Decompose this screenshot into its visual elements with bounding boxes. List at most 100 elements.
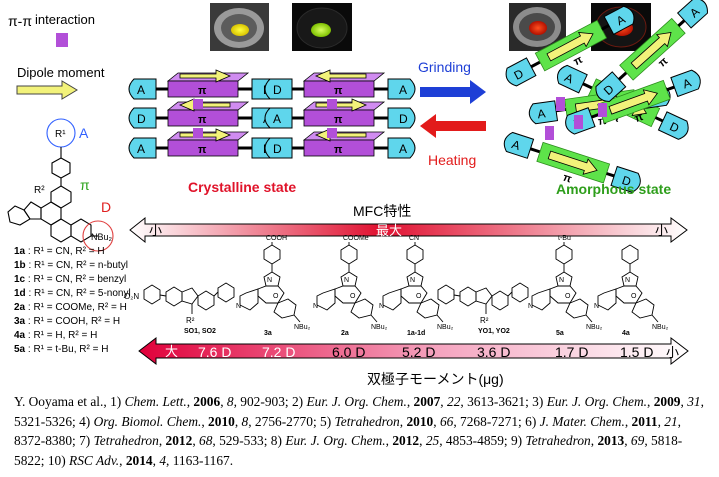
ring <box>197 290 215 311</box>
photo-crystal-room-light <box>210 3 269 51</box>
ring <box>531 288 551 311</box>
pi-interaction-mark <box>545 126 554 140</box>
structure-label: YO1, YO2 <box>478 328 510 335</box>
dipole-value: 6.0 D <box>332 344 365 360</box>
ring <box>406 271 424 287</box>
slab-pi-label: π <box>334 144 343 156</box>
compound-entry: 1b : R¹ = CN, R² = n-butyl <box>14 260 128 271</box>
compound-substituents: : R¹ = CN, R² = n-butyl <box>26 260 128 271</box>
compound-entry: 3a : R¹ = COOH, R² = H <box>14 316 120 327</box>
pi-interaction-mark <box>193 128 203 138</box>
ring <box>263 271 281 287</box>
structure-3 <box>382 242 444 323</box>
linker <box>530 60 541 69</box>
ring <box>181 287 199 305</box>
ring <box>316 288 336 311</box>
interaction-label: interaction <box>35 12 95 27</box>
slab-pi-label: π <box>198 85 207 97</box>
end-cap <box>128 107 157 129</box>
structure-label: 5a <box>556 330 564 337</box>
end-cap-label: A <box>510 137 522 153</box>
linker <box>606 172 615 178</box>
structure-nh: N <box>313 303 318 310</box>
end-cap-label: A <box>536 106 546 121</box>
structure-top-group: COOMe <box>343 235 369 242</box>
structure-n: N <box>344 277 349 284</box>
pi-pi-label: π-π <box>8 13 32 29</box>
bond <box>213 291 219 297</box>
bond <box>436 314 444 323</box>
r1-label: R¹ <box>55 129 66 140</box>
end-cap <box>657 111 689 140</box>
end-cap-label: A <box>399 142 407 156</box>
photo-crystal-uv <box>292 3 352 51</box>
mfc-max: 最大 <box>376 223 402 238</box>
ring <box>416 298 440 319</box>
end-cap-label: D <box>273 142 282 156</box>
structure-label: SO1, SO2 <box>184 328 216 335</box>
mfc-small-right: 小 <box>655 223 668 238</box>
structure-6 <box>597 244 659 323</box>
slab-pi-label: π <box>198 114 207 126</box>
ring <box>565 298 589 319</box>
structure-substituent: R² <box>480 316 489 325</box>
ring <box>475 287 493 305</box>
end-cap-label: A <box>137 142 145 156</box>
linker <box>582 82 593 90</box>
end-cap <box>610 165 641 193</box>
dipole-label: Dipole moment <box>17 65 105 80</box>
dipole-double-arrow <box>138 336 689 366</box>
dipole-arrow <box>179 69 232 83</box>
ring <box>621 271 639 287</box>
ring <box>491 290 509 311</box>
dipole-value: 1.7 D <box>555 344 588 360</box>
slab-pi-label: π <box>597 115 608 128</box>
pi-interaction-mark <box>556 97 565 111</box>
ring <box>437 284 455 305</box>
pi-interaction-mark <box>327 128 337 138</box>
pi-interaction-mark <box>193 99 203 109</box>
ring <box>340 244 358 265</box>
grinding-label: Grinding <box>418 59 471 75</box>
end-cap-label: D <box>137 112 146 126</box>
ring <box>273 298 297 319</box>
heating-label: Heating <box>428 152 476 168</box>
pi-interaction-mark <box>327 99 337 109</box>
ring <box>263 244 281 265</box>
mfc-double-arrow <box>129 216 688 244</box>
compound-list: 1a : R¹ = CN, R² = H 1b : R¹ = CN, R² = n… <box>14 246 131 355</box>
nbu2-label: NBu₂ <box>91 232 113 242</box>
grinding-arrow: Grinding <box>418 59 486 104</box>
structure-label: 4a <box>622 330 630 337</box>
crystalline-stack: AπDDπADπAAπDAπDDπA <box>128 69 416 159</box>
end-cap-label: A <box>399 83 407 97</box>
ring <box>165 286 183 307</box>
structure-o: O <box>565 293 571 300</box>
structure-1 <box>239 242 301 323</box>
structure-n: N <box>625 277 630 284</box>
ring <box>621 244 639 265</box>
structure-nbu2: NBu₂ <box>437 324 454 331</box>
structure-top-group: t-Bu <box>558 235 571 242</box>
compound-entry: 1a : R¹ = CN, R² = H <box>14 246 105 257</box>
structure-o: O <box>273 293 279 300</box>
dipole-value: 5.2 D <box>402 344 435 360</box>
references: Y. Ooyama et al., 1) Chem. Lett., 2006, … <box>14 394 704 468</box>
end-cap <box>505 57 537 87</box>
compound-substituents: : R¹ = CN, R² = 5-nonyl <box>26 288 131 299</box>
crystalline-state-label: Crystalline state <box>188 179 296 195</box>
dipole-arrow <box>630 32 672 70</box>
end-cap <box>603 5 635 35</box>
ring <box>459 286 477 307</box>
structure-label: 3a <box>264 330 272 337</box>
compound-id: 2a <box>14 302 26 313</box>
structure-o: O <box>350 293 356 300</box>
compound-substituents: : R¹ = COOH, R² = H <box>25 316 120 327</box>
dipole-value: 7.6 D <box>198 344 231 360</box>
dipole-arrow <box>608 89 659 115</box>
end-cap-label: D <box>399 112 408 126</box>
